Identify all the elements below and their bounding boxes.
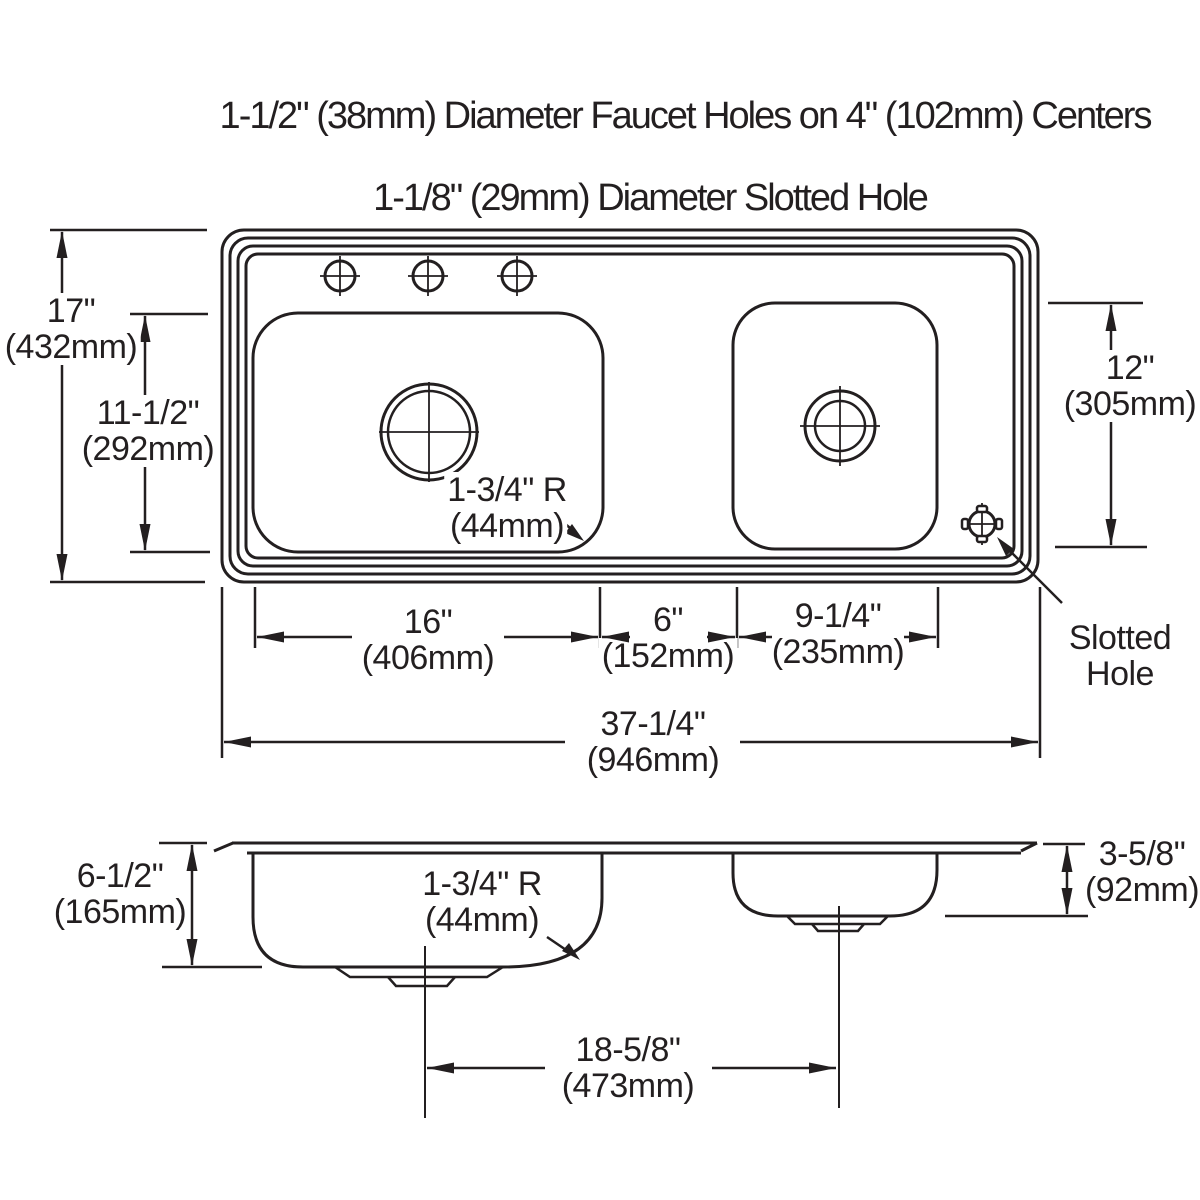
plan-right-bowl — [731, 301, 939, 551]
dim-left-bowl-depth: 6-1/2" (165mm) — [50, 858, 190, 930]
dim-bowl-gap: 6" (152mm) — [598, 602, 738, 674]
title-slotted-hole: 1-1/8" (29mm) Diameter Slotted Hole — [373, 177, 929, 219]
dim-overall-height-mm: (432mm) — [1, 329, 141, 365]
dim-overall-height: 17" (432mm) — [1, 293, 141, 365]
dim-drain-spacing-mm: (473mm) — [558, 1068, 698, 1104]
plan-radius-label-line1: 1-3/4" R — [444, 472, 570, 508]
plan-left-bowl — [251, 311, 605, 554]
slotted-hole-label-line2: Hole — [1083, 656, 1157, 692]
dim-right-bowl-height: 12" (305mm) — [1060, 350, 1200, 422]
dim-left-bowl-depth-in: 6-1/2" — [73, 858, 167, 894]
dim-right-bowl-width-mm: (235mm) — [768, 634, 908, 670]
dim-bowl-gap-mm: (152mm) — [598, 638, 738, 674]
slotted-hole — [960, 503, 1004, 545]
dim-drain-spacing-in: 18-5/8" — [572, 1032, 684, 1068]
dim-bowl-gap-in: 6" — [650, 602, 686, 638]
section-countertop — [213, 841, 1038, 855]
dim-left-bowl-height: 11-1/2" (292mm) — [78, 395, 218, 467]
dim-right-bowl-height-mm: (305mm) — [1060, 386, 1200, 422]
section-vertical-dimension-arrows — [186, 844, 1073, 966]
plan-view-sink-outline — [220, 228, 1040, 584]
dim-right-bowl-depth-mm: (92mm) — [1081, 872, 1200, 908]
dim-overall-height-in: 17" — [43, 293, 99, 329]
dim-left-bowl-width-mm: (406mm) — [358, 640, 498, 676]
right-drain — [800, 386, 880, 466]
section-left-bowl — [251, 853, 604, 988]
dim-right-bowl-width: 9-1/4" (235mm) — [768, 598, 908, 670]
dim-left-bowl-height-in: 11-1/2" — [93, 395, 203, 431]
dim-left-bowl-width-in: 16" — [400, 604, 456, 640]
plan-vertical-dimension-arrows — [56, 231, 1117, 581]
horizontal-dimension-arrows — [224, 631, 1038, 1074]
dim-overall-width-mm: (946mm) — [583, 742, 723, 778]
dim-right-bowl-width-in: 9-1/4" — [791, 598, 885, 634]
dim-left-bowl-width: 16" (406mm) — [358, 604, 498, 676]
plan-radius-label-line2: (44mm) — [446, 508, 568, 544]
title-faucet-holes: 1-1/2" (38mm) Diameter Faucet Holes on 4… — [219, 95, 1153, 137]
section-radius-label: 1-3/4" R (44mm) — [419, 866, 545, 938]
plan-extension-lines — [50, 228, 1147, 758]
section-radius-label-line1: 1-3/4" R — [419, 866, 545, 902]
dim-left-bowl-depth-mm: (165mm) — [50, 894, 190, 930]
dim-overall-width-in: 37-1/4" — [597, 706, 709, 742]
dim-overall-width: 37-1/4" (946mm) — [583, 706, 723, 778]
section-extension-lines — [159, 841, 1088, 969]
dim-left-bowl-height-mm: (292mm) — [78, 431, 218, 467]
dim-right-bowl-depth: 3-5/8" (92mm) — [1081, 836, 1200, 908]
section-drain-centerlines — [424, 906, 840, 1118]
slotted-hole-label-line1: Slotted — [1065, 620, 1175, 656]
dim-drain-spacing: 18-5/8" (473mm) — [558, 1032, 698, 1104]
plan-radius-label: 1-3/4" R (44mm) — [444, 472, 570, 544]
left-drain — [379, 382, 479, 482]
section-radius-label-line2: (44mm) — [421, 902, 543, 938]
section-radius-leader — [546, 935, 580, 960]
slotted-hole-label: Slotted Hole — [1065, 620, 1175, 692]
dim-right-bowl-depth-in: 3-5/8" — [1095, 836, 1189, 872]
faucet-holes — [320, 256, 537, 296]
dim-right-bowl-height-in: 12" — [1102, 350, 1158, 386]
slotted-hole-leader — [997, 537, 1063, 604]
